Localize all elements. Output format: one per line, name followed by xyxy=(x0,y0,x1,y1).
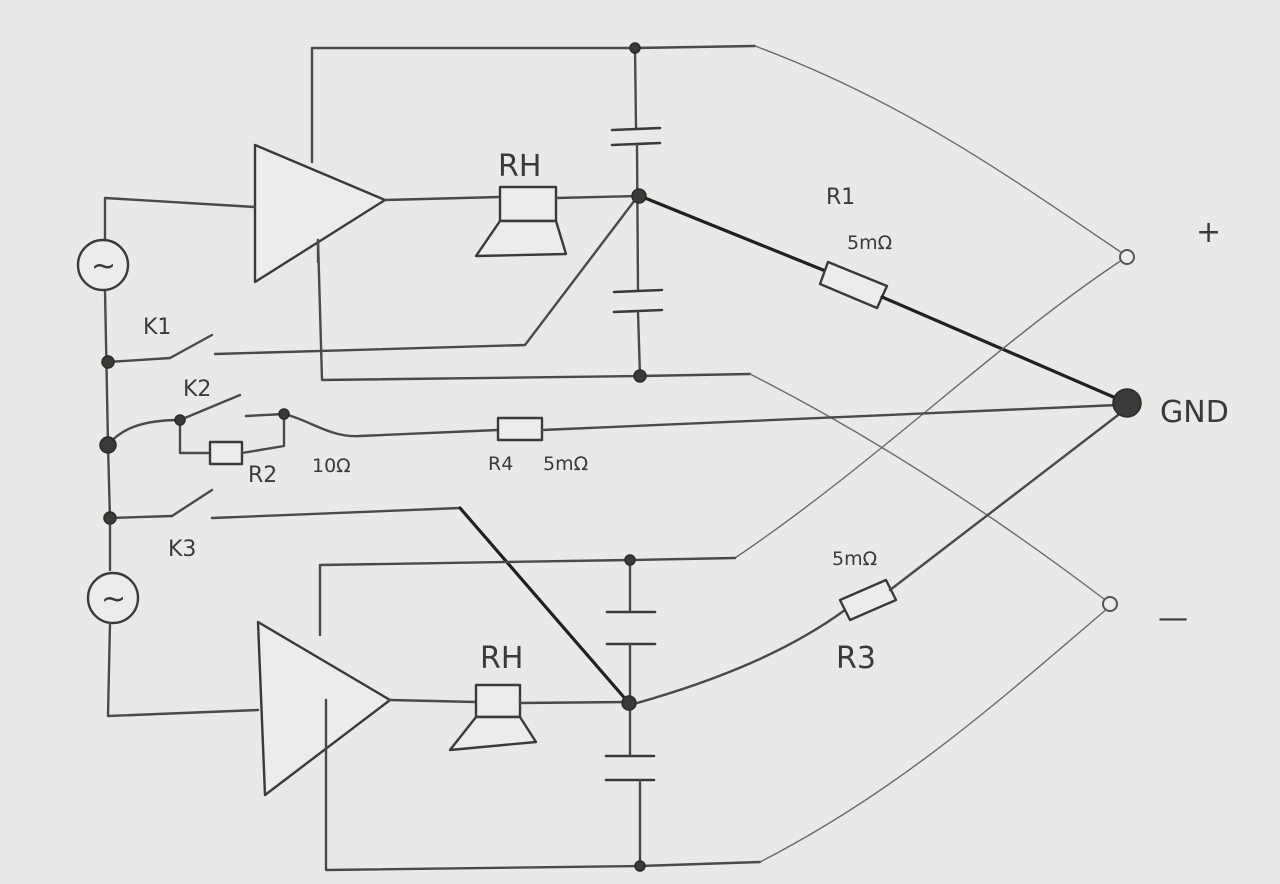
top-amp-output-wire xyxy=(383,195,502,202)
bottom-midpoint-node xyxy=(621,695,637,711)
top-to-minus-wire xyxy=(749,373,1109,603)
r3-wire-a xyxy=(628,608,847,707)
left-column-wire xyxy=(103,288,112,572)
k1-node xyxy=(101,355,115,369)
r1-name: R1 xyxy=(826,185,855,210)
top-cap-upper-plate-b xyxy=(610,141,662,147)
top-midpoint-node xyxy=(631,188,647,204)
bottom-channel: RH 5mΩ R3 xyxy=(106,410,1124,872)
top-channel: RH R1 5mΩ xyxy=(103,42,1127,404)
bottom-lower-node xyxy=(634,860,646,872)
lower-source-symbol: ~ xyxy=(101,582,126,617)
k3-node xyxy=(103,511,117,525)
r3-name: R3 xyxy=(836,641,876,676)
source-section: ~ ~ K1 K2 R2 10Ω R4 5mΩ xyxy=(76,238,1120,704)
output-terminals: GND + — xyxy=(1102,215,1229,636)
r2-right-wire xyxy=(240,414,286,455)
minus-feed-wire xyxy=(759,607,1109,863)
k2-node xyxy=(174,414,186,426)
minus-terminal xyxy=(1102,596,1118,612)
k1-switch-lead xyxy=(106,356,172,364)
k3-label: K3 xyxy=(168,537,196,562)
k2-switch-blade xyxy=(178,393,242,422)
k2-contact-wire xyxy=(244,412,286,418)
r2-branch-wire xyxy=(178,418,212,455)
top-rh-to-mid-wire xyxy=(554,194,640,200)
k1-label: K1 xyxy=(143,315,171,340)
k3-switch-lead xyxy=(108,514,174,520)
plus-label: + xyxy=(1196,215,1221,250)
r4-name: R4 xyxy=(488,453,513,475)
r4-value: 5mΩ xyxy=(543,453,588,475)
r3-value: 5mΩ xyxy=(832,548,877,570)
top-amplifier xyxy=(253,143,387,284)
center-node xyxy=(99,436,117,454)
r1-resistor xyxy=(818,260,889,310)
bottom-rh-to-mid-wire xyxy=(518,700,630,705)
upper-source-symbol: ~ xyxy=(91,249,116,284)
bottom-rh-label: RH xyxy=(480,641,523,676)
r4-wire-b xyxy=(540,403,1120,432)
top-cap-lower-plate-a xyxy=(612,288,664,294)
r1-value: 5mΩ xyxy=(847,232,892,254)
top-cap-column-upper xyxy=(633,46,638,130)
top-amp-input-wire xyxy=(103,196,257,242)
r3-resistor xyxy=(838,578,898,622)
k1-return-wire xyxy=(213,194,640,356)
r4-wire-a xyxy=(282,412,500,438)
r1-wire-a xyxy=(638,194,830,274)
upper-ac-source: ~ xyxy=(76,238,130,292)
top-rh-label: RH xyxy=(498,149,541,184)
bottom-upper-rail xyxy=(318,556,737,567)
bottom-lower-rail xyxy=(324,698,762,872)
r3-wire-b xyxy=(888,410,1124,592)
bottom-speaker-rh xyxy=(448,683,538,752)
r2-value: 10Ω xyxy=(312,455,351,477)
plus-terminal xyxy=(1119,249,1135,265)
minus-label: — xyxy=(1158,601,1188,636)
gnd-label: GND xyxy=(1160,395,1229,430)
top-cap-column-mid xyxy=(635,143,640,292)
top-speaker-rh xyxy=(474,185,568,258)
r2-name: R2 xyxy=(248,463,277,488)
top-cap-column-lower xyxy=(636,310,642,378)
top-lower-node xyxy=(633,369,647,383)
plus-feed-wire xyxy=(754,45,1126,256)
r4-resistor xyxy=(496,416,544,442)
r2-resistor xyxy=(208,440,244,466)
r1-wire-b xyxy=(880,295,1127,404)
top-rail-node xyxy=(629,42,641,54)
bottom-amp-output-wire xyxy=(388,698,478,704)
k3-diagonal-wire xyxy=(458,506,630,704)
k3-return-wire xyxy=(210,506,462,520)
bottom-amplifier xyxy=(256,620,392,797)
r2-node xyxy=(278,408,290,420)
bottom-to-plus-wire xyxy=(734,257,1126,559)
k2-lead xyxy=(106,418,182,447)
bottom-amp-input-wire xyxy=(106,621,260,718)
gnd-node xyxy=(1112,388,1142,418)
k1-switch-blade xyxy=(168,333,214,360)
k3-switch-blade xyxy=(170,488,214,518)
bottom-upper-node xyxy=(624,554,636,566)
k2-label: K2 xyxy=(183,377,211,402)
top-cap-upper-plate-a xyxy=(610,126,662,132)
top-rail-wire xyxy=(310,44,757,50)
top-lower-rail-wire xyxy=(316,238,752,382)
lower-ac-source: ~ xyxy=(86,571,140,625)
